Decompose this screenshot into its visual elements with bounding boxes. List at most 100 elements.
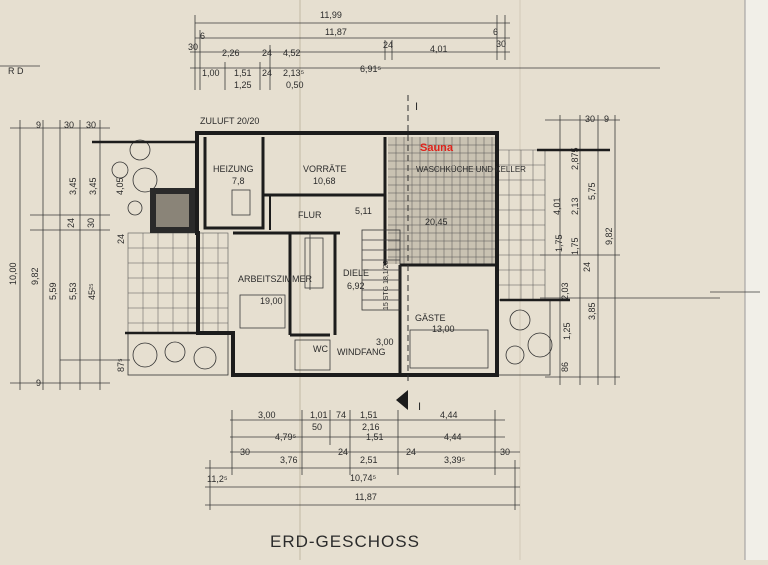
- dim-overall: 11,99: [320, 10, 342, 20]
- dim-left-0: 10,00: [8, 262, 18, 285]
- dim-left-9: 30: [86, 218, 96, 228]
- dim-top-2-2: 2,26: [222, 48, 240, 58]
- paper-edge: [745, 0, 768, 560]
- dim-top-3-2: 24: [262, 68, 272, 78]
- dim-bottom-2-2: 4,44: [444, 432, 462, 442]
- corner-label: R D: [8, 66, 24, 76]
- dim-bottom-4-1: 10,74⁵: [350, 473, 377, 483]
- dim-top-3-0: 1,00: [202, 68, 220, 78]
- room-name-waschkueche: WASCHKÜCHE UND KELLER: [416, 165, 526, 174]
- dim-top-2-4: 4,52: [283, 48, 301, 58]
- section-marker-top: I: [407, 95, 418, 385]
- dim-bottom-3-2: 24: [338, 447, 348, 457]
- dim-bottom-3-0: 30: [240, 447, 250, 457]
- dim-top-3b-1: 0,50: [286, 80, 304, 90]
- dim-top-2-5: 24: [383, 40, 393, 50]
- dim-bottom-3-6: 30: [500, 447, 510, 457]
- dim-top-2-8: 30: [496, 39, 506, 49]
- dim-bottom-3-1: 3,76: [280, 455, 298, 465]
- dim-right-4: 2,03: [560, 282, 570, 300]
- dim-bottom-1-3: 1,51: [360, 410, 378, 420]
- dim-inner: 11,87: [325, 27, 347, 37]
- stair-label: 15 STG 18,1/26: [383, 260, 390, 310]
- room-name-diele: DIELE: [343, 268, 369, 278]
- dim-bottom-1-0: 3,00: [258, 410, 276, 420]
- dim-top-2-3: 24: [262, 48, 272, 58]
- dim-right-7: 1,25: [562, 322, 572, 340]
- dim-right-2: 2,875: [570, 147, 580, 170]
- section-label-top: I: [415, 101, 418, 113]
- section-marker-bottom: I: [396, 390, 421, 413]
- stair: [361, 229, 401, 311]
- washroom-tiles: [388, 137, 495, 264]
- dim-top-2-7: 6: [493, 27, 498, 37]
- dim-left-5: 3,45: [68, 177, 78, 195]
- dim-bottom-4-0: 11,2⁵: [207, 474, 228, 484]
- dim-top-3b-0: 1,25: [234, 80, 252, 90]
- dim-left-11: 30: [64, 120, 74, 130]
- room-name-arbeitszimmer: ARBEITSZIMMER: [238, 274, 313, 284]
- dim-right-3: 1,75: [570, 237, 580, 255]
- dim-left-15: 24: [116, 234, 126, 244]
- dim-left-4: 45²⁵: [87, 283, 97, 300]
- dim-right-12: 4,01: [552, 197, 562, 215]
- dim-right-10: 30: [585, 114, 595, 124]
- dim-right-1: 5,75: [587, 182, 597, 200]
- dim-top-3-1: 1,51: [234, 68, 252, 78]
- dim-top-2-6: 4,01: [430, 44, 448, 54]
- dim-top-2-0: 30: [188, 42, 198, 52]
- dim-bottom-1b-1: 2,16: [362, 422, 380, 432]
- dim-top-3-4: 6,91⁵: [360, 64, 382, 74]
- room-area-gaeste: 13,00: [432, 324, 455, 334]
- dim-right-6: 1,75: [554, 234, 564, 252]
- dim-right-13: 2,13: [570, 197, 580, 215]
- dim-bottom-3-5: 3,39⁵: [444, 455, 466, 465]
- dim-bottom-1-4: 4,44: [440, 410, 458, 420]
- dim-bottom-1-1: 1,01: [310, 410, 328, 420]
- dim-top-3-3: 2,13⁵: [283, 68, 305, 78]
- dim-left-1: 9,82: [30, 267, 40, 285]
- bottom-dimensions: 3,00 1,01 74 1,51 4,44 50 2,16 4,79⁵ 1,5…: [205, 410, 520, 510]
- room-area-diele: 6,92: [347, 281, 365, 291]
- left-dimensions: 10,00 9,82 5,59 5,53 45²⁵ 3,45 3,45 4,05…: [8, 120, 130, 390]
- room-area-flur: 5,11: [355, 206, 372, 216]
- room-area-waschkueche: 20,45: [425, 217, 448, 227]
- dim-left-7: 4,05: [115, 177, 125, 195]
- sauna-label: Sauna: [420, 142, 454, 154]
- dim-right-5: 3,85: [587, 302, 597, 320]
- dim-top-2-1: 6: [200, 31, 205, 41]
- dim-right-0: 9,82: [604, 227, 614, 245]
- room-name-windfang: WINDFANG: [337, 347, 386, 357]
- dim-bottom-2-0: 4,79⁵: [275, 432, 297, 442]
- dim-bottom-1b-0: 50: [312, 422, 322, 432]
- section-label-bottom: I: [418, 401, 421, 413]
- dim-bottom-5-0: 11,87: [355, 492, 377, 502]
- dim-left-10: 9: [36, 120, 41, 130]
- room-name-flur: FLUR: [298, 210, 322, 220]
- room-area-heizung: 7,8: [232, 176, 245, 186]
- zuluft-label: ZULUFT 20/20: [200, 116, 259, 126]
- room-name-heizung: HEIZUNG: [213, 164, 254, 174]
- dim-left-13: 9: [36, 378, 41, 388]
- room-name-vorraete: VORRÄTE: [303, 164, 347, 174]
- dim-left-2: 5,59: [48, 282, 58, 300]
- dim-bottom-1-2: 74: [336, 410, 346, 420]
- room-area-vorraete: 10,68: [313, 176, 336, 186]
- dim-left-14: 87⁵: [116, 358, 126, 372]
- furniture: [231, 189, 489, 371]
- dim-bottom-3-4: 24: [406, 447, 416, 457]
- room-area-windfang: 3,00: [376, 337, 394, 347]
- room-area-arbeitszimmer: 19,00: [260, 296, 283, 306]
- dim-right-8: 24: [582, 262, 592, 272]
- room-name-wc: WC: [313, 344, 328, 354]
- top-dimensions: 11,99 11,87 30 6 2,26 24 4,52 24 4,01 6 …: [188, 10, 660, 90]
- dim-right-11: 9: [604, 114, 609, 124]
- dim-left-3: 5,53: [68, 282, 78, 300]
- dim-left-12: 30: [86, 120, 96, 130]
- dim-left-6: 3,45: [88, 177, 98, 195]
- right-dimensions: 9,82 5,75 2,875 1,75 2,03 3,85 1,75 1,25…: [540, 114, 760, 385]
- dim-left-8: 24: [66, 218, 76, 228]
- room-name-gaeste: GÄSTE: [415, 313, 446, 323]
